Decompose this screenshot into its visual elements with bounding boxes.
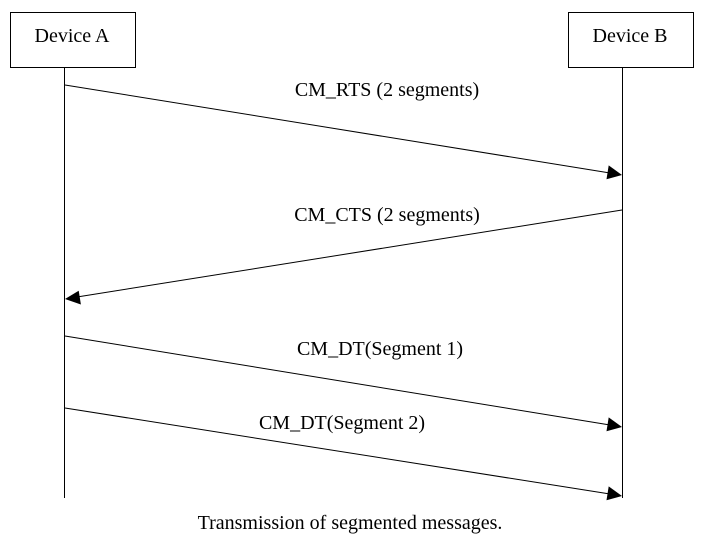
device-b-box — [568, 12, 694, 68]
message-cm-rts-arrowhead — [606, 165, 622, 180]
device-a-box — [10, 12, 136, 68]
message-cm-dt-segment-1-line — [64, 335, 611, 426]
device-a: Device A — [10, 12, 136, 68]
message-cm-dt-segment-1: CM_DT(Segment 1) — [64, 335, 622, 432]
message-cm-dt-segment-1-arrowhead — [606, 417, 622, 432]
message-cm-dt-segment-2-label: CM_DT(Segment 2) — [259, 412, 425, 434]
message-cm-dt-segment-2: CM_DT(Segment 2) — [64, 407, 622, 501]
device-b: Device B — [568, 12, 694, 68]
diagram-caption: Transmission of segmented messages. — [198, 512, 503, 534]
message-cm-cts-line — [76, 209, 623, 298]
message-cm-rts: CM_RTS (2 segments) — [64, 79, 622, 180]
message-cm-rts-label: CM_RTS (2 segments) — [295, 79, 479, 101]
message-cm-dt-segment-2-line — [64, 407, 611, 495]
message-cm-cts-arrowhead — [65, 290, 81, 305]
message-cm-cts-label: CM_CTS (2 segments) — [294, 204, 480, 226]
message-cm-cts: CM_CTS (2 segments) — [65, 204, 623, 305]
device-b-label: Device B — [593, 25, 668, 47]
message-cm-rts-line — [64, 84, 611, 174]
message-cm-dt-segment-2-arrowhead — [606, 486, 622, 501]
device-a-label: Device A — [35, 25, 111, 47]
message-cm-dt-segment-1-label: CM_DT(Segment 1) — [297, 338, 463, 360]
